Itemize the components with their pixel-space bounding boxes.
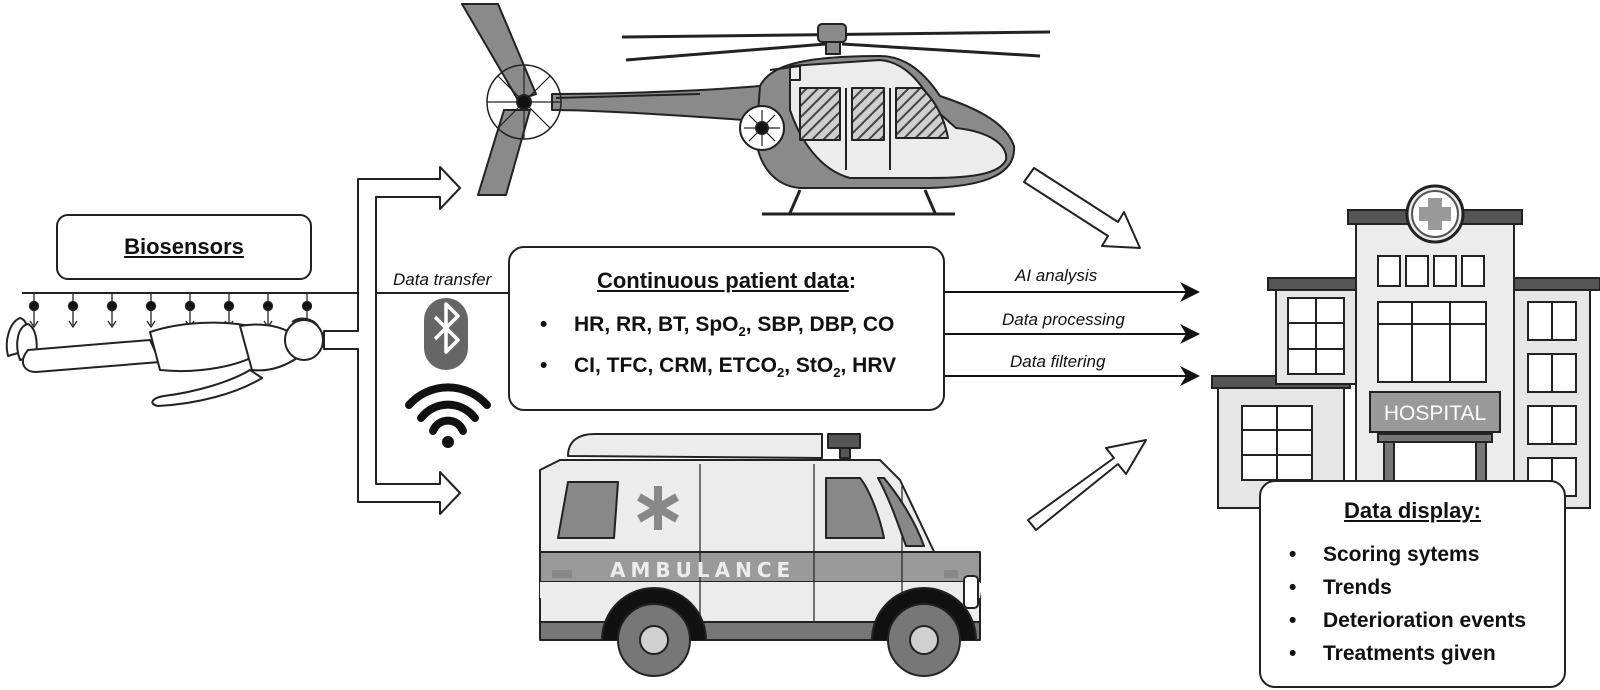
branch-connector — [323, 166, 461, 515]
bluetooth-icon — [424, 298, 468, 370]
list-item: Trends — [1289, 571, 1564, 604]
data-transfer-label: Data transfer — [393, 270, 492, 289]
patient-icon — [5, 317, 324, 407]
ai-analysis-label: AI analysis — [1015, 266, 1098, 285]
hospital-icon: HOSPITAL — [1211, 184, 1600, 509]
list-item: Treatments given — [1289, 637, 1564, 670]
data-display-list: Scoring sytems Trends Deterioration even… — [1289, 538, 1564, 670]
ambulance-icon: AMBULANCE — [539, 433, 981, 677]
list-item: Scoring sytems — [1289, 538, 1564, 571]
data-filtering-label: Data filtering — [1010, 352, 1106, 371]
list-item: HR, RR, BT, SpO2, SBP, DBP, CO — [540, 308, 943, 349]
sensor-array — [22, 292, 508, 329]
patient-data-box: Continuous patient data: HR, RR, BT, SpO… — [508, 246, 945, 411]
hospital-sign: HOSPITAL — [1384, 402, 1486, 425]
hollow-arrows — [1023, 167, 1147, 531]
wifi-icon — [405, 383, 491, 448]
flow-arrows — [945, 282, 1200, 386]
patient-data-title: Continuous patient data: — [596, 268, 857, 293]
ambulance-text: AMBULANCE — [610, 558, 795, 582]
patient-data-list: HR, RR, BT, SpO2, SBP, DBP, CO CI, TFC, … — [540, 308, 943, 390]
list-item: Deterioration events — [1289, 604, 1564, 637]
data-display-title: Data display: — [1344, 498, 1481, 523]
helicopter-icon — [461, 3, 1051, 216]
biosensors-title: Biosensors — [124, 234, 244, 259]
list-item: CI, TFC, CRM, ETCO2, StO2, HRV — [540, 349, 943, 390]
data-processing-label: Data processing — [1002, 310, 1125, 329]
biosensors-box: Biosensors — [56, 214, 312, 280]
data-display-box: Data display: Scoring sytems Trends Dete… — [1259, 480, 1566, 688]
